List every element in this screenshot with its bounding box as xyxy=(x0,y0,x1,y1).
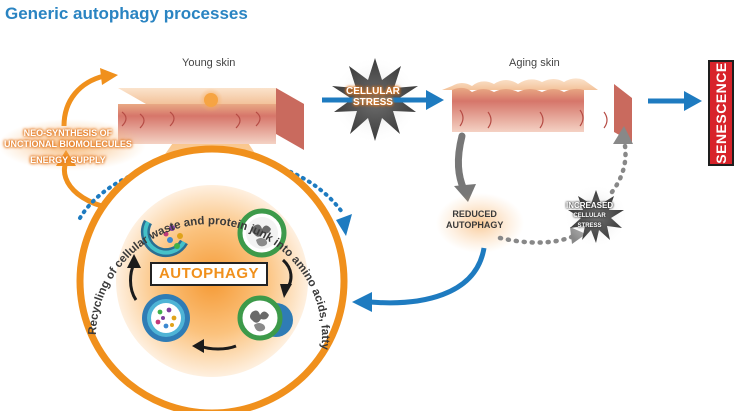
page-title: Generic autophagy processes xyxy=(5,4,248,23)
dotted-arrow-to-aging-skin xyxy=(609,126,633,195)
phagophore-icon xyxy=(140,219,188,258)
autolysosome-icon xyxy=(237,295,293,341)
senescence-box: SENESCENCE xyxy=(708,60,734,166)
reduced-line1: REDUCED xyxy=(452,209,497,219)
arrow-young-to-aging xyxy=(322,90,444,110)
aging-skin-label: Aging skin xyxy=(509,57,560,69)
arrow-aging-to-senescence xyxy=(648,91,702,111)
neo-synthesis-label: NEO-SYNTHESIS OF UNCTIONAL BIOMOLECULES … xyxy=(4,128,132,166)
young-skin-block xyxy=(118,88,304,150)
autophagy-box: AUTOPHAGY xyxy=(150,262,268,286)
lysosome-products-icon xyxy=(142,294,190,342)
cellular-stress-line1: CELLULAR xyxy=(346,86,400,97)
cellular-stress-line2: STRESS xyxy=(352,97,393,108)
arrow-aging-to-reduced-autophagy xyxy=(454,132,476,202)
cellular-stress-label: CELLULAR STRESS xyxy=(346,86,400,108)
young-skin-label: Young skin xyxy=(182,57,236,69)
energy-supply-line: ENERGY SUPPLY xyxy=(30,155,106,165)
increased-stress-star xyxy=(564,184,628,248)
cycle-arrows xyxy=(127,254,293,353)
reduced-line2: AUTOPHAGY xyxy=(446,220,504,230)
increased-stress-label: INCREASED CELLULAR STRESS xyxy=(566,201,613,231)
aging-skin-block xyxy=(442,78,632,142)
neo-synthesis-line1: NEO-SYNTHESIS OF xyxy=(23,128,113,138)
senescence-label: SENESCENCE xyxy=(713,62,729,164)
reduced-autophagy-label: REDUCED AUTOPHAGY xyxy=(446,209,503,231)
autophagy-label: AUTOPHAGY xyxy=(158,265,260,282)
increased-line2: CELLULAR xyxy=(573,213,606,219)
arrow-reduced-to-autophagy xyxy=(352,247,487,312)
increased-line1: INCREASED xyxy=(566,201,614,210)
increased-line3: STRESS xyxy=(577,223,602,229)
autophagosome-icon xyxy=(237,208,287,258)
neo-synthesis-glow xyxy=(0,119,146,171)
neo-synthesis-line2: UNCTIONAL BIOMOLECULES xyxy=(4,139,132,149)
